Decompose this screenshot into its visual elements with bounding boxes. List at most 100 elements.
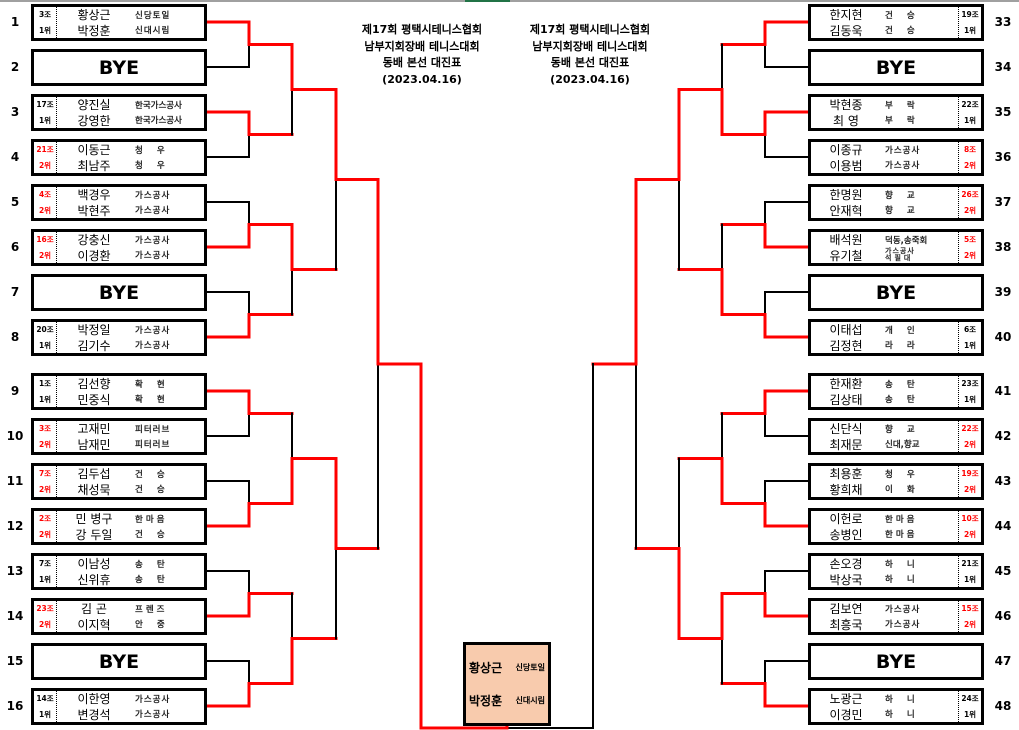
rank-label: 2위 bbox=[38, 160, 52, 170]
entry-number: 12 bbox=[6, 519, 24, 533]
bye-slot[interactable]: BYE bbox=[31, 274, 207, 311]
player-club: 하니 bbox=[885, 710, 929, 721]
title-line: 제17회 평택시테니스협회 bbox=[361, 23, 483, 36]
player-club: 라라 bbox=[885, 341, 929, 352]
title-date: (2023.04.16) bbox=[382, 72, 462, 86]
player-name: 백경우 bbox=[77, 188, 111, 203]
bye-slot[interactable]: BYE bbox=[31, 49, 207, 86]
player-club: 부락 bbox=[885, 116, 929, 127]
group-rank: 3조 1위 bbox=[34, 7, 57, 38]
group-label: 19조 bbox=[961, 10, 979, 20]
player-name: 박상국 bbox=[829, 572, 863, 587]
player-club: 가스공사 bbox=[885, 620, 921, 631]
entry-number: 46 bbox=[994, 609, 1012, 623]
group-label: 26조 bbox=[961, 190, 979, 200]
player-name: 최 영 bbox=[833, 113, 859, 128]
entry-number: 2 bbox=[10, 60, 20, 74]
bye-slot[interactable]: BYE bbox=[31, 643, 207, 680]
bye-label: BYE bbox=[875, 650, 917, 673]
player-club: 한마음 bbox=[135, 514, 168, 525]
player-club: 신대,향교 bbox=[885, 440, 920, 451]
player-club: 송탄 bbox=[135, 559, 179, 570]
entry-number: 38 bbox=[994, 240, 1012, 254]
group-label: 23조 bbox=[36, 604, 54, 614]
entry-number: 33 bbox=[994, 15, 1012, 29]
player-club: 향교 bbox=[885, 190, 929, 201]
group-label: 5조 bbox=[963, 235, 977, 245]
rank-label: 2위 bbox=[963, 250, 977, 260]
bye-slot[interactable]: BYE bbox=[808, 274, 984, 311]
player-name: 양진실 bbox=[77, 98, 111, 113]
tournament-title-left: 제17회 평택시테니스협회 남부지회장배 테니스대회 동배 본선 대진표 (20… bbox=[322, 22, 522, 88]
player-club: 송탄 bbox=[885, 379, 929, 390]
player-name: 이지혁 bbox=[77, 617, 111, 632]
player-row: 한재환 송탄 bbox=[811, 376, 958, 391]
player-name: 이남성 bbox=[77, 557, 111, 572]
rank-label: 2위 bbox=[38, 484, 52, 494]
title-date: (2023.04.16) bbox=[550, 72, 630, 86]
player-name: 김상태 bbox=[829, 392, 863, 407]
group-label: 6조 bbox=[963, 325, 977, 335]
rank-label: 1위 bbox=[38, 340, 52, 350]
player-name: 김기수 bbox=[77, 338, 111, 353]
group-label: 3조 bbox=[38, 10, 52, 20]
player-club: 덕동,송죽회 bbox=[885, 235, 928, 246]
group-label: 14조 bbox=[36, 694, 54, 704]
rank-label: 1위 bbox=[38, 25, 52, 35]
rank-label: 2위 bbox=[963, 529, 977, 539]
bye-slot[interactable]: BYE bbox=[808, 643, 984, 680]
group-rank: 5조 2위 bbox=[958, 232, 981, 263]
bye-slot[interactable]: BYE bbox=[808, 49, 984, 86]
entry-number: 34 bbox=[994, 60, 1012, 74]
player-name: 한재환 bbox=[829, 377, 863, 392]
